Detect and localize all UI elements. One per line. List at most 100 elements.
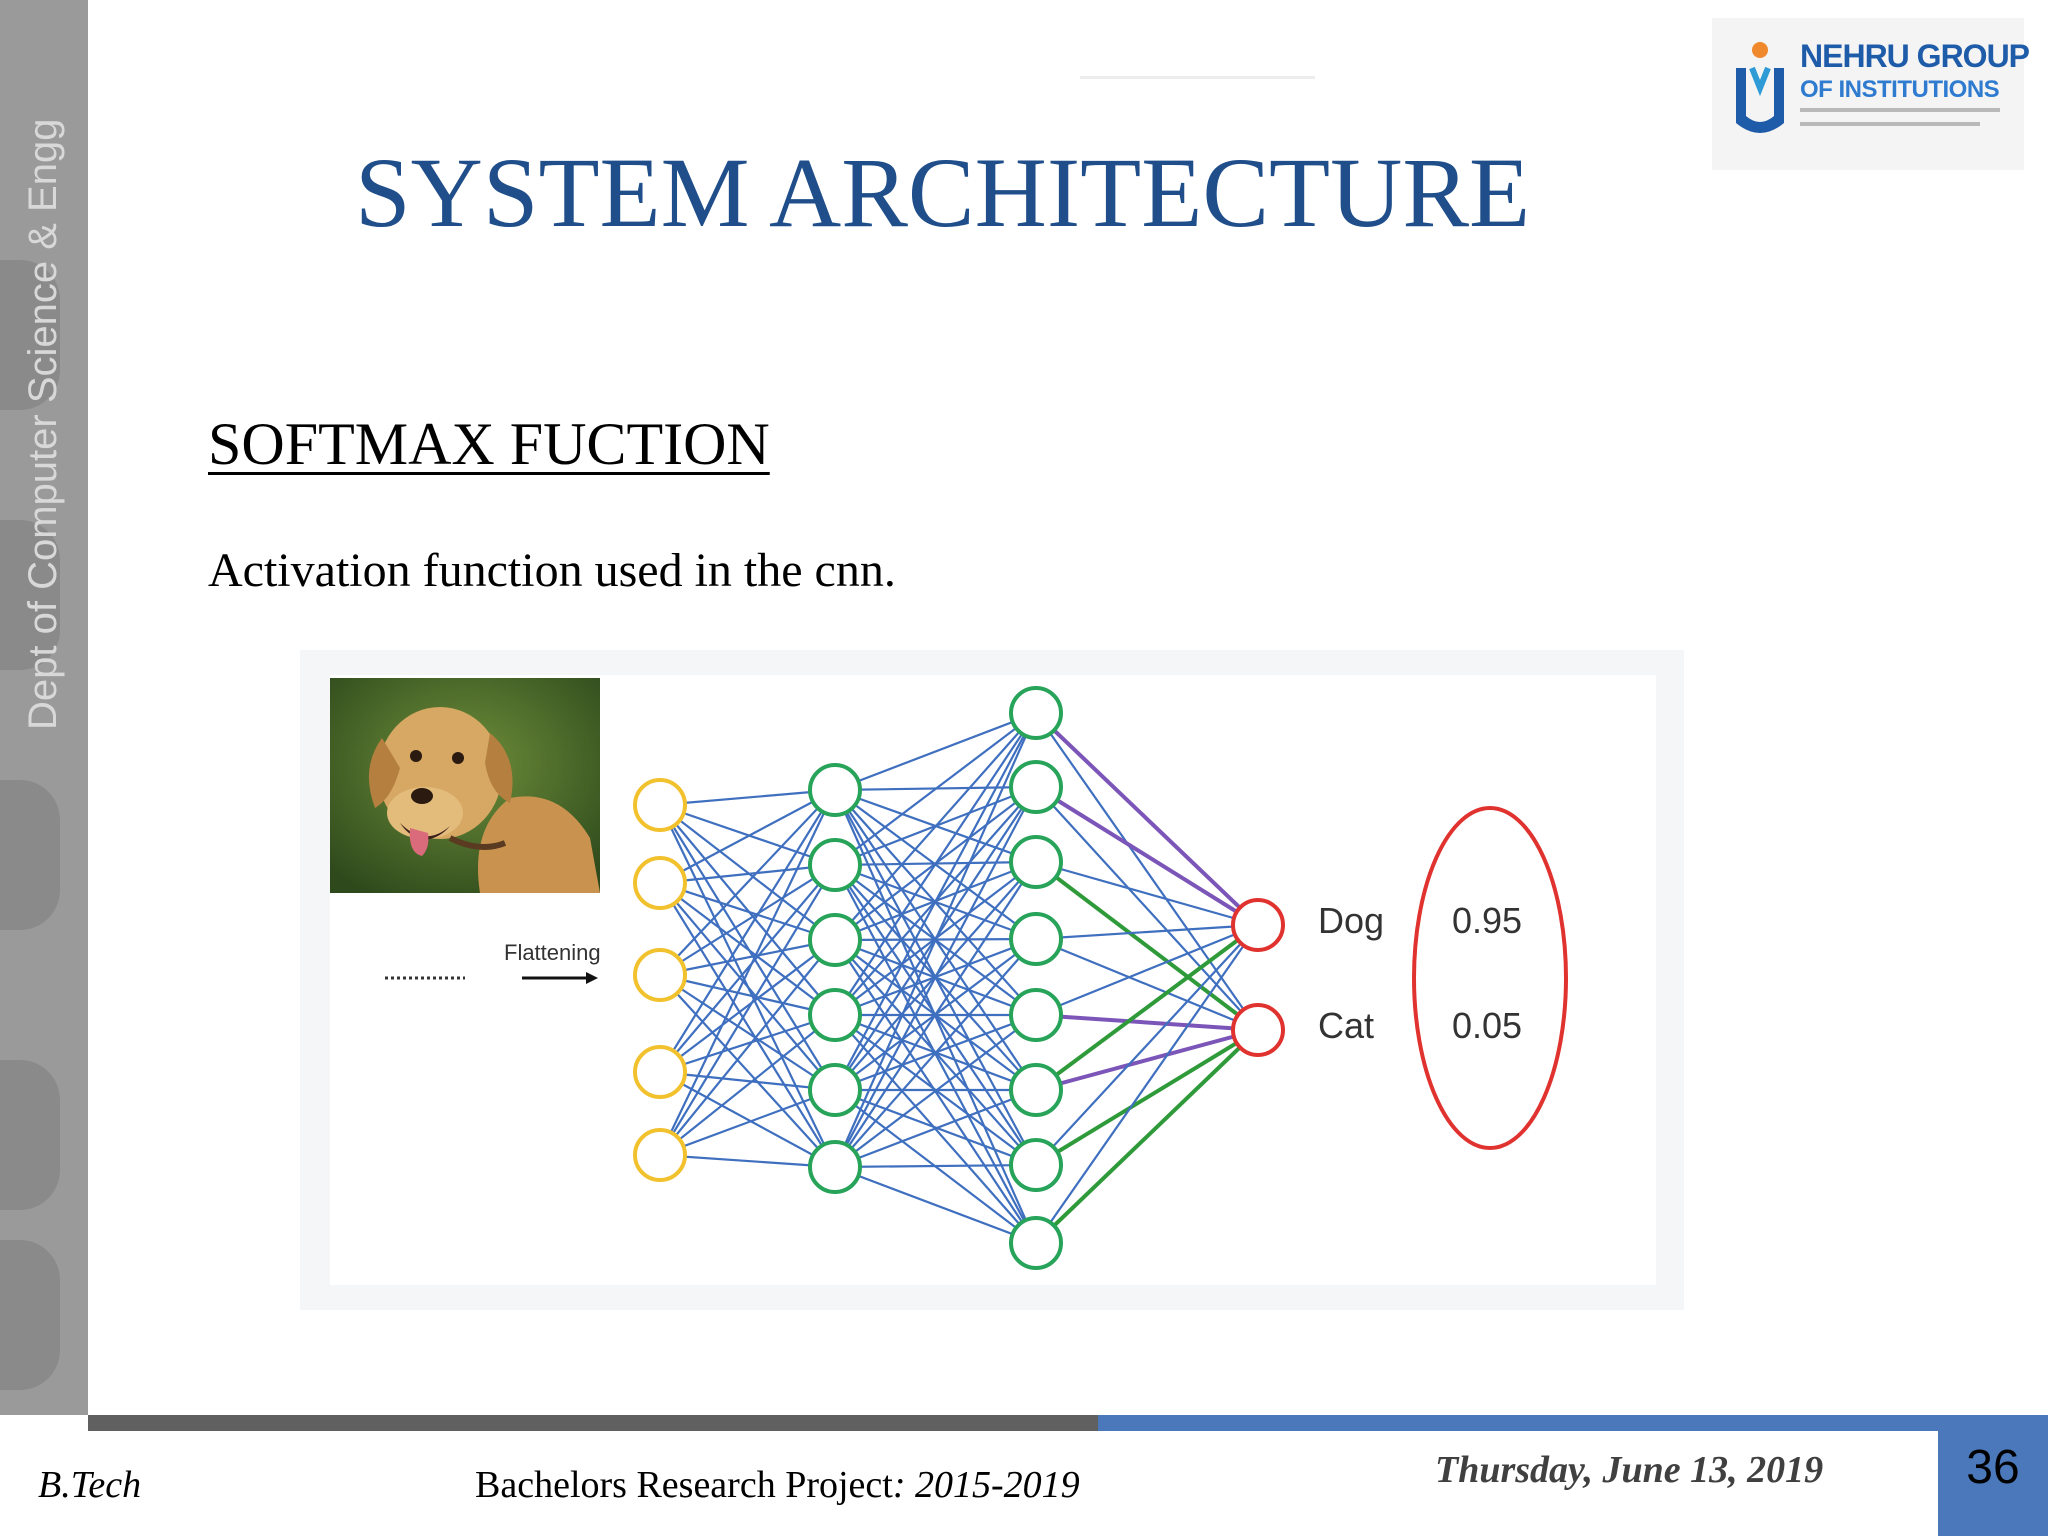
hidden1-node bbox=[808, 913, 862, 967]
network-edge bbox=[834, 1163, 1037, 1169]
network-edge bbox=[659, 789, 836, 1073]
output-value-cat: 0.05 bbox=[1452, 1005, 1522, 1046]
logo-subtitle: OF INSTITUTIONS bbox=[1800, 76, 2000, 103]
input-node bbox=[633, 1045, 687, 1099]
page-number-box bbox=[1938, 1415, 2048, 1536]
logo-small-print bbox=[1800, 108, 2000, 136]
footer-project-years: : 2015-2019 bbox=[892, 1464, 1080, 1506]
network-edge bbox=[834, 711, 1037, 792]
output-node bbox=[1231, 898, 1285, 952]
hidden2-node bbox=[1009, 988, 1063, 1042]
network-edge bbox=[659, 789, 836, 1156]
neural-network-diagram: Flattening Dog Cat 0.95 0.05 bbox=[385, 686, 1568, 1270]
footer-bar-blue bbox=[1098, 1415, 1938, 1431]
network-edge bbox=[659, 1013, 836, 1074]
network-edge bbox=[834, 861, 1037, 1168]
sidebar-decoration bbox=[0, 260, 60, 410]
output-label-dog: Dog bbox=[1318, 900, 1384, 941]
network-edge bbox=[659, 1153, 836, 1169]
footer-degree: B.Tech bbox=[38, 1464, 142, 1506]
network-edge bbox=[659, 973, 836, 1017]
description-text: Activation function used in the cnn. bbox=[208, 544, 896, 597]
network-nodes bbox=[633, 686, 1285, 1270]
section-heading: SOFTMAX FUCTION bbox=[208, 411, 770, 477]
hidden2-node bbox=[1009, 912, 1063, 966]
network-edge bbox=[1034, 923, 1260, 1092]
hidden2-node bbox=[1009, 1216, 1063, 1270]
network-edge bbox=[833, 712, 1038, 1168]
network-edge bbox=[659, 882, 836, 1016]
flatten-label: Flattening bbox=[504, 940, 601, 965]
hidden1-node bbox=[808, 1140, 862, 1194]
network-edge bbox=[659, 863, 836, 885]
network-edge bbox=[659, 1088, 836, 1157]
network-edges bbox=[659, 711, 1260, 1245]
sidebar-decoration bbox=[0, 520, 60, 670]
network-edge bbox=[1034, 860, 1260, 1032]
network-edge bbox=[659, 864, 836, 1073]
network-edge bbox=[1034, 1028, 1260, 1245]
network-edge bbox=[834, 712, 1037, 1091]
input-node bbox=[633, 948, 687, 1002]
network-edge bbox=[659, 882, 836, 1091]
network-edge bbox=[834, 712, 1037, 941]
network-edge bbox=[834, 938, 1037, 1168]
page-number: 36 bbox=[1966, 1441, 2020, 1494]
network-edge bbox=[659, 804, 836, 1091]
hidden1-node bbox=[808, 763, 862, 817]
hidden2-node bbox=[1009, 686, 1063, 740]
dog-photo bbox=[330, 678, 600, 893]
network-edge bbox=[834, 1014, 1037, 1168]
network-edge bbox=[1035, 924, 1259, 1166]
hidden2-node bbox=[1009, 835, 1063, 889]
network-edge bbox=[659, 864, 836, 976]
hidden1-node bbox=[808, 838, 862, 892]
network-edge bbox=[659, 1070, 836, 1092]
hidden2-node bbox=[1009, 1138, 1063, 1192]
network-edge bbox=[659, 939, 836, 1073]
network-edge bbox=[659, 882, 836, 1168]
sidebar: Dept of Computer Science & Engg bbox=[0, 0, 88, 1415]
network-edge bbox=[1034, 785, 1260, 927]
network-edge bbox=[1035, 860, 1259, 927]
divider bbox=[1080, 76, 1315, 79]
sidebar-decoration bbox=[0, 1240, 60, 1390]
output-node bbox=[1231, 1003, 1285, 1057]
network-edge bbox=[659, 1014, 836, 1156]
network-edge bbox=[834, 712, 1037, 866]
network-edge bbox=[834, 1088, 1037, 1169]
institution-logo: NEHRU GROUP OF INSTITUTIONS bbox=[1712, 18, 2030, 170]
network-edge bbox=[659, 881, 836, 942]
input-node bbox=[633, 856, 687, 910]
output-label-cat: Cat bbox=[1318, 1005, 1374, 1046]
sidebar-decoration bbox=[0, 1060, 60, 1210]
network-edge bbox=[1035, 923, 1259, 1017]
hidden1-node bbox=[808, 988, 862, 1042]
footer-project-name: Bachelors Research Project bbox=[475, 1464, 893, 1506]
network-edge bbox=[1035, 1013, 1259, 1032]
network-edge bbox=[659, 788, 836, 807]
logo-title: NEHRU GROUP bbox=[1800, 38, 2030, 74]
network-edge bbox=[659, 864, 836, 1156]
network-edge bbox=[659, 803, 836, 867]
network-edge bbox=[1035, 786, 1259, 1031]
network-edge bbox=[659, 804, 836, 941]
network-edge bbox=[659, 789, 836, 976]
network-edge bbox=[1035, 937, 1259, 1032]
network-edge bbox=[659, 974, 836, 1091]
footer-bar-dark bbox=[88, 1415, 1098, 1431]
network-edge bbox=[659, 804, 836, 1016]
input-node bbox=[633, 778, 687, 832]
slide-title: SYSTEM ARCHITECTURE bbox=[355, 137, 1531, 248]
hidden2-node bbox=[1009, 1063, 1063, 1117]
network-edge bbox=[834, 712, 1037, 1016]
network-edge bbox=[834, 1165, 1037, 1245]
network-edge bbox=[1034, 1028, 1260, 1167]
network-edge bbox=[1035, 924, 1259, 1244]
network-edge bbox=[1035, 1028, 1259, 1092]
flatten-arrow-icon bbox=[586, 972, 598, 984]
input-node bbox=[633, 1128, 687, 1182]
footer-project: Bachelors Research Project: 2015-2019 bbox=[475, 1463, 1080, 1507]
network-edge bbox=[659, 938, 836, 977]
network-edge bbox=[659, 939, 836, 1156]
